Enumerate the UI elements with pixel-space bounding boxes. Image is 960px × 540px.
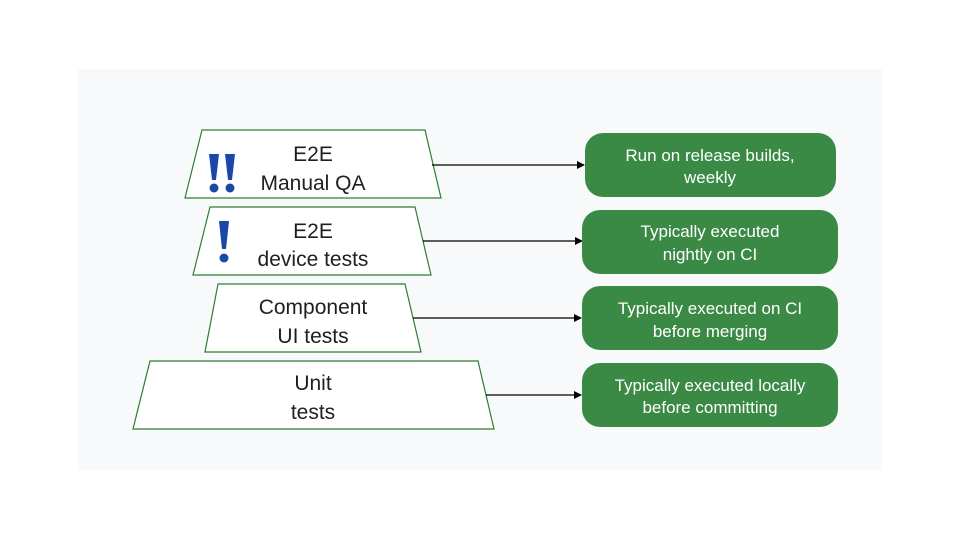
note-box <box>582 286 838 350</box>
note-text-line1: Typically executed locally <box>615 376 806 395</box>
note-locally-before-committing: Typically executed locally before commit… <box>582 363 838 427</box>
exclamation-icon <box>219 221 229 263</box>
note-box <box>585 133 836 197</box>
tier-shape <box>184 129 442 199</box>
tier-label-line2: tests <box>291 401 335 424</box>
tier-label-line1: Unit <box>294 372 332 395</box>
note-box <box>582 363 838 427</box>
double-exclamation-icon <box>209 154 235 193</box>
tier-component-ui-tests: Component UI tests <box>204 283 422 353</box>
note-text-line2: weekly <box>683 168 736 187</box>
note-text-line2: before committing <box>642 398 777 417</box>
tier-label-line1: Component <box>259 296 368 319</box>
note-box <box>582 210 838 274</box>
tier-label-line2: Manual QA <box>260 172 365 195</box>
tier-e2e-device-tests: E2E device tests <box>192 206 432 276</box>
tier-label-line2: device tests <box>258 248 369 271</box>
note-text-line1: Run on release builds, <box>625 146 794 165</box>
note-text-line1: Typically executed <box>641 222 780 241</box>
tier-label-line1: E2E <box>293 143 333 166</box>
tier-shape <box>192 206 432 276</box>
tier-e2e-manual-qa: E2E Manual QA <box>184 129 442 199</box>
tier-shape <box>204 283 422 353</box>
tier-unit-tests: Unit tests <box>132 360 495 430</box>
note-text-line1: Typically executed on CI <box>618 299 802 318</box>
tier-label-line2: UI tests <box>277 325 348 348</box>
note-ci-before-merging: Typically executed on CI before merging <box>582 286 838 350</box>
note-text-line2: nightly on CI <box>663 245 758 264</box>
tier-label-line1: E2E <box>293 220 333 243</box>
note-release-builds: Run on release builds, weekly <box>585 133 836 197</box>
tier-shape <box>132 360 495 430</box>
note-nightly-ci: Typically executed nightly on CI <box>582 210 838 274</box>
note-text-line2: before merging <box>653 322 767 341</box>
